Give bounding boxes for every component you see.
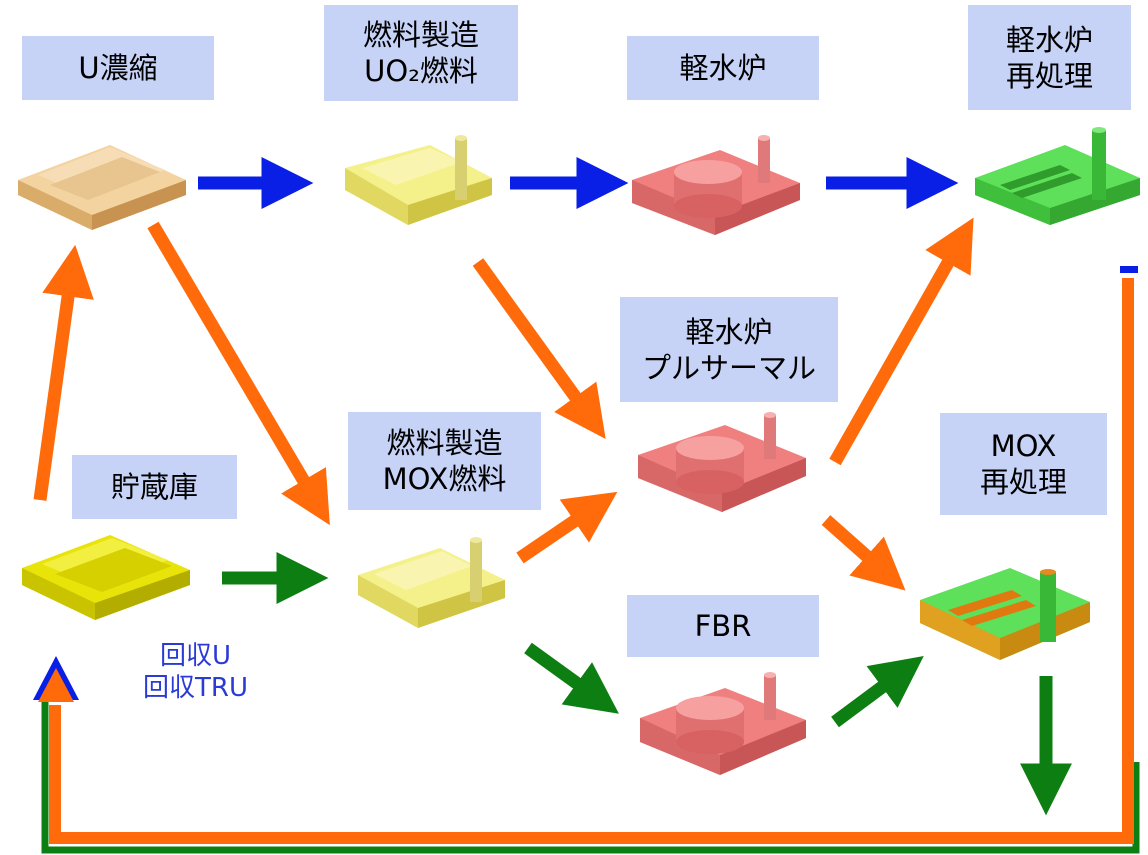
arrow-fbr-to-mox-reprocessing [831,656,924,728]
label-mox-reprocessing: MOX 再処理 [940,413,1107,515]
u-enrichment-facility [18,145,186,230]
green-return-path [41,700,1140,854]
uo2-fuel-fabrication-facility [345,135,492,225]
blue-edge-mark [1120,266,1138,273]
label-lwr: 軽水炉 [627,36,819,100]
recovered-materials-note: 回収U 回収TRU [143,641,248,703]
arrow-storage-to-enrichment [33,244,94,501]
arrow-enrichment-to-mox-fab [147,221,330,526]
arrow-mox-fab-to-pluthermal [516,491,618,564]
return-arrow-head-orange [38,668,74,702]
lwr-facility [632,135,800,235]
label-lwr-pluthermal: 軽水炉 プルサーマル [620,297,838,402]
orange-return-path [49,278,1134,844]
fbr-facility [640,672,806,775]
label-uo2-fuel-fabrication: 燃料製造 UO₂燃料 [324,5,518,101]
lwr-reprocessing-facility [975,127,1140,225]
lwr-pluthermal-facility [638,412,806,512]
mox-reprocessing-facility [920,568,1090,660]
label-u-enrichment: U濃縮 [22,36,214,100]
arrow-uo2-fab-to-pluthermal [472,258,606,439]
label-fbr: FBR [627,595,819,657]
storage-facility [22,535,190,620]
mox-fuel-fabrication-facility [358,537,505,628]
arrow-pluthermal-to-lwr-reprocessing [829,217,974,466]
arrow-pluthermal-to-mox-reprocessing [821,515,906,591]
label-lwr-reprocessing: 軽水炉 再処理 [968,5,1131,110]
label-storage: 貯蔵庫 [72,455,237,519]
arrow-mox-fab-to-fbr [524,642,619,714]
label-mox-fuel-fabrication: 燃料製造 MOX燃料 [348,412,541,510]
